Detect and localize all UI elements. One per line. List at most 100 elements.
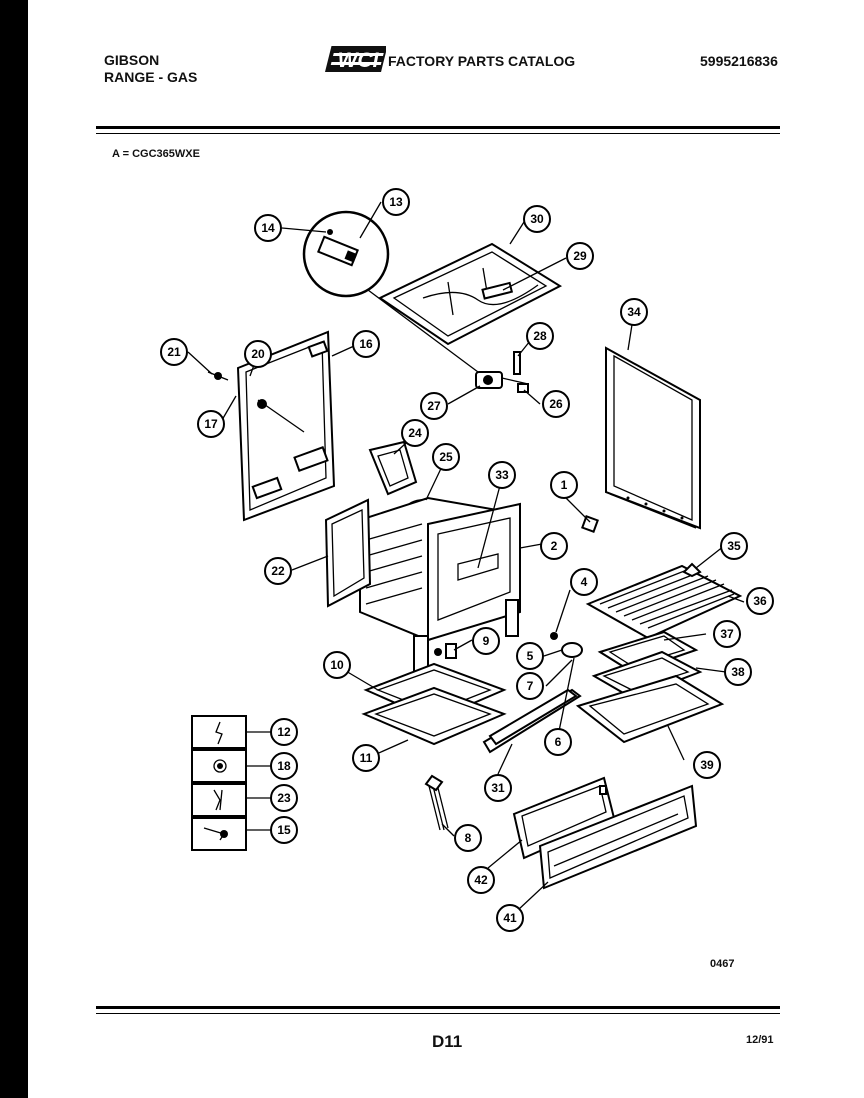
catalog-title: FACTORY PARTS CATALOG (388, 53, 576, 69)
callout-6: 6 (544, 728, 572, 756)
callout-29-label: 29 (573, 249, 587, 263)
product-type: RANGE - GAS (104, 69, 198, 85)
callout-31-label: 31 (491, 781, 505, 795)
oven-body (359, 496, 521, 681)
callout-17: 17 (197, 410, 225, 438)
callout-21: 21 (160, 338, 188, 366)
valve-assembly (475, 351, 529, 393)
callout-13: 13 (382, 188, 410, 216)
callout-31: 31 (484, 774, 512, 802)
callout-11-label: 11 (360, 751, 373, 765)
header-rule-thin (96, 133, 780, 134)
kick-panel (538, 784, 698, 890)
callout-16: 16 (352, 330, 380, 358)
footer-rule (96, 1006, 780, 1009)
exploded-parts-diagram: 13 14 30 29 28 26 27 34 21 20 16 17 24 2… (160, 188, 774, 932)
hardware-kit-15 (191, 817, 247, 851)
callout-33-label: 33 (495, 468, 509, 482)
hardware-kit-18 (191, 749, 247, 783)
broiler-drawer-liner (575, 674, 725, 744)
callout-35: 35 (720, 532, 748, 560)
callout-20: 20 (244, 340, 272, 368)
callout-2: 2 (540, 532, 568, 560)
top-cover-part (377, 242, 563, 346)
callout-25: 25 (432, 443, 460, 471)
broiler-grid (591, 650, 703, 700)
brand-block: GIBSON RANGE - GAS (104, 52, 197, 86)
callout-7: 7 (516, 672, 544, 700)
oven-rack (585, 564, 743, 640)
callout-21-label: 21 (167, 345, 181, 359)
callout-27-label: 27 (427, 399, 441, 413)
callout-7-label: 7 (527, 679, 534, 693)
hardware-kit-23 (191, 783, 247, 817)
callout-4: 4 (570, 568, 598, 596)
callout-24-label: 24 (408, 426, 422, 440)
callout-18-label: 18 (277, 759, 291, 773)
callout-24: 24 (401, 419, 429, 447)
callout-27: 27 (420, 392, 448, 420)
callout-9-label: 9 (483, 634, 490, 648)
callout-10-label: 10 (330, 658, 344, 672)
callout-18: 18 (270, 752, 298, 780)
back-panel (207, 330, 336, 522)
callout-38: 38 (724, 658, 752, 686)
callout-2-label: 2 (551, 539, 558, 553)
callout-23: 23 (270, 784, 298, 812)
revision-date: 12/91 (746, 1034, 774, 1046)
callout-14: 14 (254, 214, 282, 242)
callout-28: 28 (526, 322, 554, 350)
callout-30: 30 (523, 205, 551, 233)
callout-22-label: 22 (271, 564, 285, 578)
drawer-runner (482, 688, 582, 754)
callout-1: 1 (550, 471, 578, 499)
callout-22: 22 (264, 557, 292, 585)
callout-1-label: 1 (561, 478, 568, 492)
callout-12: 12 (270, 718, 298, 746)
switch-inset (302, 210, 479, 373)
callout-35-label: 35 (727, 539, 741, 553)
door-gasket (324, 498, 372, 608)
callout-26: 26 (542, 390, 570, 418)
callout-39-label: 39 (700, 758, 714, 772)
callout-16-label: 16 (359, 337, 373, 351)
logo-text: WCI (338, 49, 380, 72)
callout-15: 15 (270, 816, 298, 844)
callout-39: 39 (693, 751, 721, 779)
callout-5: 5 (516, 642, 544, 670)
callout-13-label: 13 (389, 195, 403, 209)
callout-34-label: 34 (627, 305, 641, 319)
header-rule (96, 126, 780, 129)
callout-10: 10 (323, 651, 351, 679)
catalog-page: GIBSON RANGE - GAS WCI FACTORY PARTS CAT… (28, 0, 864, 1098)
oven-bottom (361, 662, 507, 746)
callout-42-label: 42 (474, 873, 488, 887)
callout-30-label: 30 (530, 212, 544, 226)
callout-6-label: 6 (555, 735, 562, 749)
callout-23-label: 23 (277, 791, 291, 805)
callout-29: 29 (566, 242, 594, 270)
callout-36: 36 (746, 587, 774, 615)
callout-41-label: 41 (503, 911, 517, 925)
callout-8: 8 (454, 824, 482, 852)
footer-rule-thin (96, 1013, 780, 1014)
callout-11: 11 (352, 744, 380, 772)
wci-logo: WCI (325, 46, 386, 72)
callout-4-label: 4 (581, 575, 588, 589)
callout-41: 41 (496, 904, 524, 932)
callout-37-label: 37 (720, 627, 734, 641)
callout-5-label: 5 (527, 649, 534, 663)
callout-28-label: 28 (533, 329, 547, 343)
side-panel (605, 346, 701, 530)
callout-42: 42 (467, 866, 495, 894)
callout-15-label: 15 (277, 823, 291, 837)
callout-34: 34 (620, 298, 648, 326)
callout-26-label: 26 (549, 397, 563, 411)
callout-33: 33 (488, 461, 516, 489)
part-number: 5995216836 (700, 53, 778, 69)
callout-25-label: 25 (439, 450, 453, 464)
igniter-wire (424, 774, 449, 831)
callout-17-label: 17 (204, 417, 218, 431)
diagram-code: 0467 (710, 958, 735, 970)
callout-37: 37 (713, 620, 741, 648)
